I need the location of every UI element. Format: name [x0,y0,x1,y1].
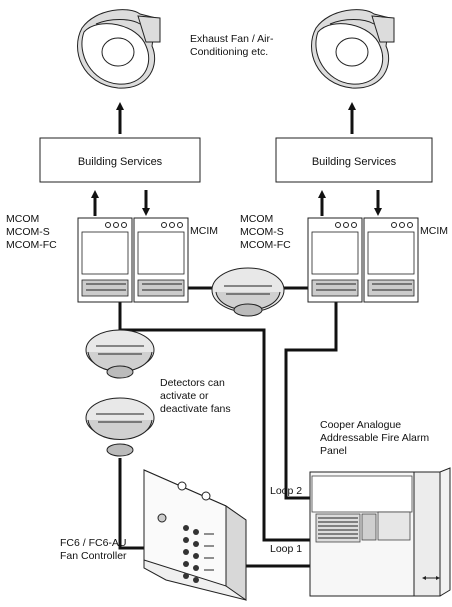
svg-text:Fan Controller: Fan Controller [60,550,127,562]
fc6-fan-controller-icon [143,469,247,601]
loop-1-label: Loop 1 [270,543,302,555]
mcom-right-module-icon [307,217,363,303]
loop-2-label: Loop 2 [270,485,302,497]
fc6-label: FC6 / FC6-AU Fan Controller [60,537,127,562]
mcom-right-label: MCOM MCOM-S MCOM-FC [240,213,291,251]
svg-text:activate or: activate or [160,390,209,402]
svg-text:Addressable Fire Alarm: Addressable Fire Alarm [320,432,429,444]
svg-text:Building Services: Building Services [312,156,397,168]
svg-text:FC6 / FC6-AU: FC6 / FC6-AU [60,537,127,549]
fire-alarm-panel-icon [309,467,451,597]
mcim-left-module-icon [133,217,189,303]
building-services-left-box: Building Services [39,137,201,183]
building-services-right-box: Building Services [275,137,433,183]
svg-text:MCOM: MCOM [240,213,273,225]
svg-text:MCOM-FC: MCOM-FC [240,239,291,251]
exhaust-fan-left-icon [77,9,161,89]
center-detector-icon [211,267,285,317]
mcim-left-label: MCIM [190,225,218,237]
mcim-right-label: MCIM [420,225,448,237]
detectors-note: Detectors can activate or deactivate fan… [160,377,231,415]
svg-text:Building Services: Building Services [78,156,163,168]
mcom-left-module-icon [77,217,133,303]
svg-text:MCOM-S: MCOM-S [240,226,284,238]
svg-text:MCOM-FC: MCOM-FC [6,239,57,251]
svg-text:Exhaust Fan / Air-: Exhaust Fan / Air- [190,33,274,45]
detector-top-icon [85,329,155,379]
svg-text:MCOM: MCOM [6,213,39,225]
mcim-right-module-icon [363,217,419,303]
svg-text:Detectors can: Detectors can [160,377,225,389]
detector-bottom-icon [85,397,155,457]
panel-title: Cooper Analogue Addressable Fire Alarm P… [320,419,429,457]
exhaust-fan-right-icon [311,9,395,89]
svg-text:Conditioning etc.: Conditioning etc. [190,46,268,58]
exhaust-fan-label: Exhaust Fan / Air- Conditioning etc. [190,33,274,58]
svg-text:Panel: Panel [320,445,347,457]
svg-text:Cooper Analogue: Cooper Analogue [320,419,401,431]
svg-text:MCOM-S: MCOM-S [6,226,50,238]
svg-text:deactivate fans: deactivate fans [160,403,231,415]
mcom-left-label: MCOM MCOM-S MCOM-FC [6,213,57,251]
